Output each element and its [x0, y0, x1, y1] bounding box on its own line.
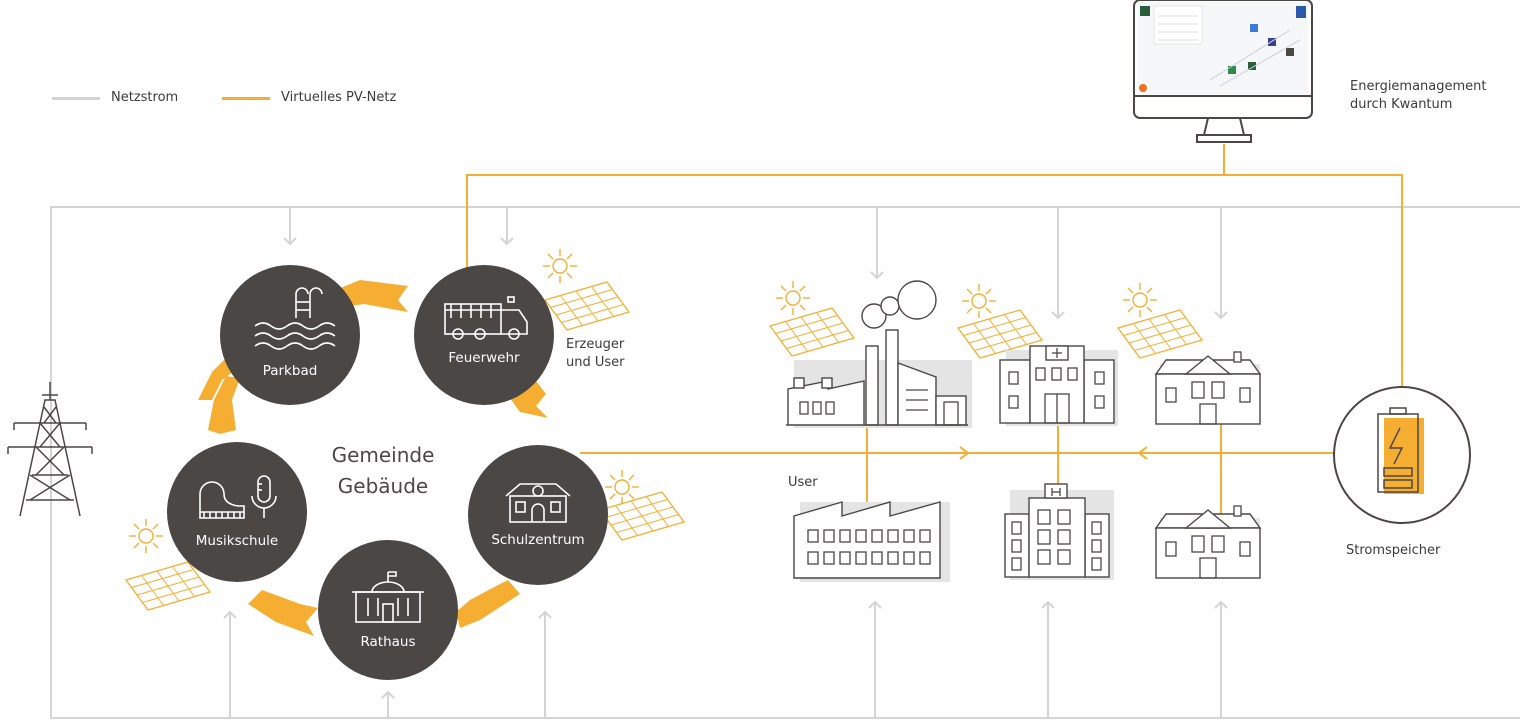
building-schulzentrum[interactable]: Schulzentrum: [468, 445, 608, 585]
town-hall-icon: [352, 571, 424, 623]
factory-icon: [786, 280, 972, 428]
battery-icon: [1377, 407, 1424, 494]
producer-label: Erzeuger und User: [566, 337, 625, 370]
building-musikschule[interactable]: Musikschule: [167, 442, 307, 582]
feuerwehr-label: Feuerwehr: [448, 350, 520, 366]
building-feuerwehr[interactable]: Feuerwehr: [414, 265, 554, 405]
musikschule-label: Musikschule: [196, 533, 278, 549]
storage-unit[interactable]: [1333, 386, 1471, 524]
piano-icon: [199, 481, 245, 519]
house-icon: [1155, 505, 1261, 579]
schulzentrum-label: Schulzentrum: [491, 532, 584, 548]
rathaus-label: Rathaus: [360, 634, 415, 650]
user-label: User: [788, 475, 818, 490]
grid-arrowheads: [223, 237, 1228, 699]
pv-lines: [466, 144, 1403, 520]
legend-pv-swatch: [222, 97, 270, 100]
power-pylon-icon: [7, 382, 93, 517]
building-rathaus[interactable]: Rathaus: [318, 540, 458, 680]
center-label-line1: Gemeinde: [332, 443, 435, 467]
fire-truck-icon: [444, 296, 528, 340]
house-icon: [1155, 351, 1261, 425]
building-parkbad[interactable]: Parkbad: [220, 265, 360, 405]
monitor-label: Energiemanagement durch Kwantum: [1350, 79, 1487, 112]
legend-grid-label: Netzstrom: [111, 90, 179, 105]
storage-label: Stromspeicher: [1346, 543, 1441, 558]
monitor-icon: [1133, 0, 1313, 143]
legend-grid-swatch: [52, 97, 100, 100]
microphone-icon: [251, 475, 277, 518]
parkbad-label: Parkbad: [263, 363, 318, 379]
office-building-icon: [1004, 483, 1114, 580]
pool-ladder-icon: [254, 287, 336, 350]
hospital-icon: [999, 345, 1118, 426]
center-label-line2: Gebäude: [338, 474, 428, 498]
factory-icon: [793, 501, 950, 582]
legend-pv-label: Virtuelles PV-Netz: [281, 90, 397, 105]
school-icon: [505, 483, 571, 523]
